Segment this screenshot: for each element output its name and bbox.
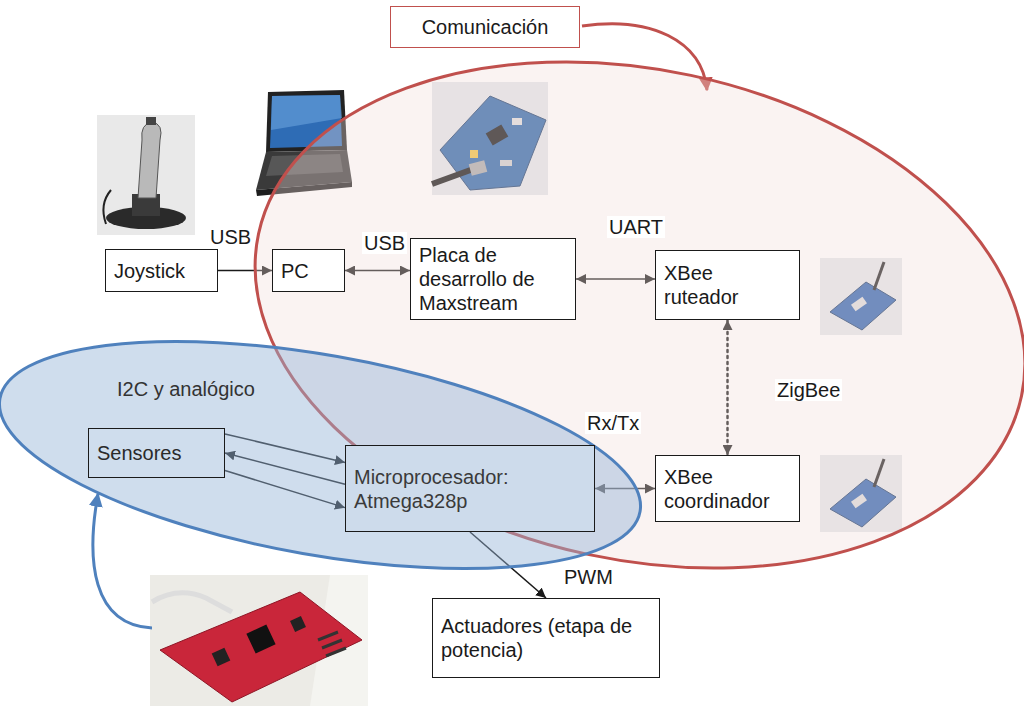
callout-arrow [93,494,152,628]
photo-ground [150,575,368,706]
box-label: Microprocesador: Atmega328p [354,465,586,513]
group-heading: Comunicación [390,6,580,48]
box-label: Actuadores (etapa de potencia) [441,614,651,662]
header-pins [318,632,346,656]
process-box: Microprocesador: Atmega328p [345,445,595,532]
group-heading: I2C y analógico [115,377,257,401]
signal-label: USB [208,226,253,248]
box-label: XBee coordinador [664,465,791,513]
joystick-photo [97,115,195,235]
box-label: PC [281,259,336,283]
process-box: XBee ruteador [655,250,800,320]
group-ellipse-outline [0,300,657,610]
signal-label: PWM [562,566,615,588]
process-box: PC [272,249,345,292]
joystick-button [146,117,156,125]
process-box: Placa de desarrollo de Maxstream [410,238,576,320]
joystick-handle [138,122,161,198]
box-label: Joystick [114,259,209,283]
group-ellipse: I2C y analógicoSensoresMicroprocesador: … [0,335,650,575]
sensor-board-photo [150,575,368,706]
process-box: XBee coordinador [655,455,800,522]
process-box: Joystick [105,249,218,292]
screen-glare [271,95,342,130]
joystick-cable [103,190,111,224]
process-box: Actuadores (etapa de potencia) [432,598,660,678]
board-chip [212,648,231,667]
photo-ground [97,115,195,235]
board-chip [290,616,306,632]
sensor-cable [152,593,232,612]
box-label: Placa de desarrollo de Maxstream [419,243,567,315]
process-box: Sensores [88,428,225,478]
box-label: XBee ruteador [664,261,791,309]
board-chip [246,624,275,653]
sensor-pcb [160,592,362,702]
box-label: Sensores [97,441,216,465]
